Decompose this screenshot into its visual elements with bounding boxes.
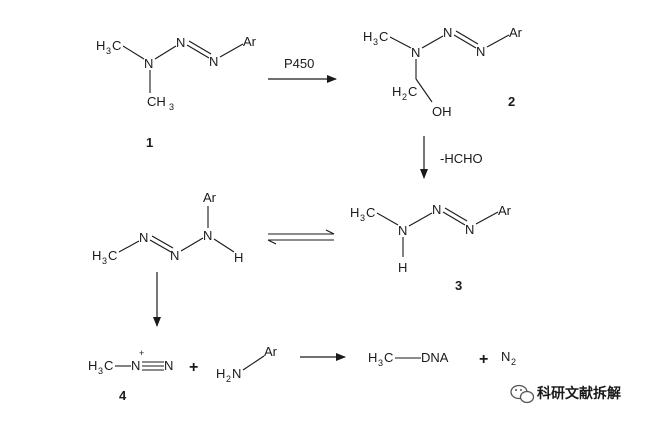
- compound-2: H 3 C N N N Ar H 2 C OH 2: [363, 25, 523, 119]
- c3-methyl-c: C: [366, 205, 375, 220]
- aryl-amine: H 2 N Ar: [216, 344, 278, 384]
- c2-bond-n-n: [421, 35, 444, 49]
- c1-bond-n-n: [154, 45, 177, 60]
- tautomer: H 3 C N N N Ar H: [92, 190, 243, 266]
- amine-h: H: [216, 366, 225, 381]
- c2-methyl-prefix: H: [363, 29, 372, 44]
- n2-sub: 2: [511, 357, 516, 367]
- c1-n-b: N: [209, 54, 218, 69]
- taut-n-a: N: [139, 230, 148, 245]
- c1-n-a: N: [176, 35, 185, 50]
- c4-methyl-sub: 3: [98, 366, 103, 376]
- c1-n-amine: N: [144, 56, 153, 71]
- c2-double-bond-top: [453, 34, 477, 49]
- c2-number: 2: [508, 94, 515, 109]
- c2-methyl-c: C: [379, 29, 388, 44]
- amine-aryl: Ar: [264, 344, 278, 359]
- c2-n-a: N: [443, 25, 452, 40]
- c2-bond-me-n: [389, 36, 412, 49]
- c3-double-bond-bottom: [444, 207, 468, 222]
- amine-n: N: [232, 366, 241, 381]
- taut-bond-n-h: [213, 238, 235, 253]
- amine-h-sub: 2: [226, 374, 231, 384]
- c1-number: 1: [146, 135, 153, 150]
- watermark: 科研文献拆解: [510, 384, 621, 404]
- hcho-label: -HCHO: [440, 151, 483, 166]
- c1-bond-n-ar: [219, 43, 244, 58]
- c4-n-term: N: [164, 358, 173, 373]
- dna-methyl-prefix: H: [368, 350, 377, 365]
- c1-methyl-a-sub: 3: [106, 46, 111, 56]
- c1-methyl-a-prefix: H: [96, 38, 105, 53]
- c3-n-b: N: [465, 222, 474, 237]
- taut-aryl: Ar: [203, 190, 217, 205]
- taut-methyl-c: C: [108, 248, 117, 263]
- taut-bond-n-n: [180, 237, 204, 252]
- c4-number: 4: [119, 388, 127, 403]
- c3-bond-me-n: [376, 212, 399, 226]
- c4-charge: +: [139, 348, 144, 358]
- compound-4: H 3 C N + N 4: [88, 348, 173, 403]
- c1-double-bond-top: [186, 44, 210, 59]
- taut-double-bond-top: [149, 239, 172, 253]
- nitrogen-gas: N 2: [501, 349, 516, 367]
- c2-bond-n-ar: [486, 34, 510, 48]
- c2-aryl: Ar: [509, 25, 523, 40]
- equilibrium-reverse-head: [267, 239, 277, 245]
- taut-n-amine: N: [203, 228, 212, 243]
- c2-bond-c-oh: [415, 78, 433, 103]
- step-1-arrow: P450: [268, 56, 337, 83]
- c3-bond-n-ar: [475, 211, 499, 225]
- c2-methyl-sub: 3: [373, 37, 378, 47]
- wechat-logo-icon: [510, 384, 535, 404]
- c1-methyl-b-sub: 3: [169, 102, 174, 112]
- c3-double-bond-top: [442, 211, 466, 226]
- equilibrium-forward-head: [325, 229, 335, 235]
- equilibrium-arrows: [267, 229, 335, 245]
- c1-aryl: Ar: [243, 34, 257, 49]
- c4-n-plus: N: [131, 358, 140, 373]
- c1-methyl-b-c: CH: [147, 94, 166, 109]
- c1-bond-me-n: [122, 45, 145, 60]
- c2-n-b: N: [476, 44, 485, 59]
- c4-methyl-prefix: H: [88, 358, 97, 373]
- c2-ch2-c: C: [408, 84, 417, 99]
- plus-sign-1: +: [189, 359, 198, 376]
- dna-methyl-sub: 3: [378, 358, 383, 368]
- c2-oh: OH: [432, 104, 452, 119]
- c3-n-a: N: [432, 202, 441, 217]
- c3-n-amine: N: [398, 223, 407, 238]
- c4-methyl-c: C: [104, 358, 113, 373]
- taut-h: H: [234, 250, 243, 265]
- c2-ch2-h: H: [392, 84, 401, 99]
- c3-aryl: Ar: [498, 203, 512, 218]
- p450-label: P450: [284, 56, 314, 71]
- c2-double-bond-bottom: [455, 30, 479, 45]
- c3-bond-n-n: [408, 212, 433, 227]
- c3-methyl-sub: 3: [360, 213, 365, 223]
- c2-n-amine: N: [411, 45, 420, 60]
- step-2-arrow: -HCHO: [420, 136, 483, 179]
- taut-double-bond-bottom: [151, 235, 174, 249]
- plus-sign-2: +: [479, 351, 488, 368]
- dna-label: DNA: [421, 350, 449, 365]
- c1-methyl-a-c: C: [112, 38, 121, 53]
- c3-number: 3: [455, 278, 462, 293]
- taut-bond-me-n: [118, 240, 140, 253]
- c3-methyl-prefix: H: [350, 205, 359, 220]
- taut-methyl-prefix: H: [92, 248, 101, 263]
- taut-n-b: N: [170, 248, 179, 263]
- compound-1: H 3 C N N N Ar CH 3 1: [96, 34, 257, 150]
- c2-ch2-sub: 2: [402, 92, 407, 102]
- c3-h: H: [398, 260, 407, 275]
- watermark-text: 科研文献拆解: [537, 385, 621, 401]
- amine-bond-n-ar: [242, 355, 265, 371]
- dna-methyl-c: C: [384, 350, 393, 365]
- taut-methyl-sub: 3: [102, 256, 107, 266]
- n2-n: N: [501, 349, 510, 364]
- methylated-dna: H 3 C DNA: [368, 350, 449, 368]
- compound-3: H 3 C N N N Ar H 3: [350, 202, 512, 293]
- c1-double-bond-bottom: [188, 40, 212, 55]
